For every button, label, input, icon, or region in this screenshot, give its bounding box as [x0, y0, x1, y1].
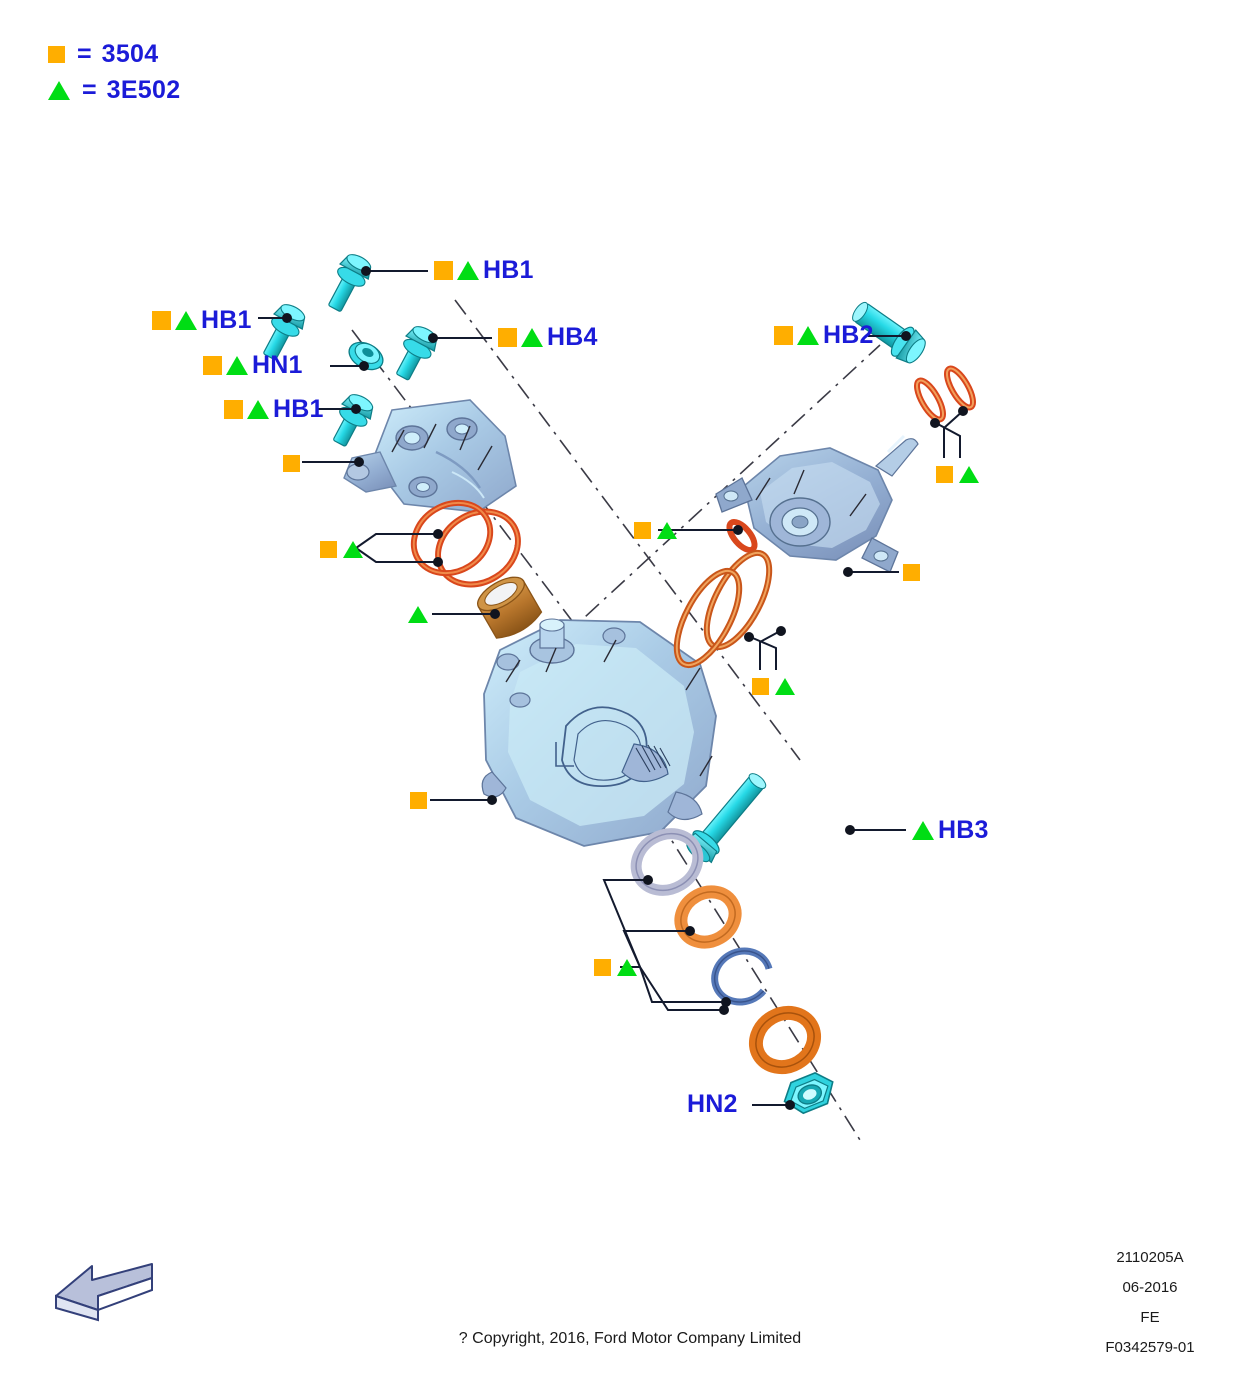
orange-square-icon	[48, 45, 65, 63]
bushing-bronze	[477, 576, 543, 639]
orange-square-icon	[752, 678, 769, 695]
green-triangle-icon	[48, 80, 70, 100]
legend-equals: =	[77, 39, 92, 68]
orange-square-icon	[203, 356, 222, 375]
snap-ring-part	[711, 947, 773, 1006]
copyright-text: ? Copyright, 2016, Ford Motor Company Li…	[458, 1330, 802, 1347]
orange-square-icon	[903, 564, 920, 581]
green-triangle-icon	[617, 959, 637, 976]
main-housing-part	[481, 618, 717, 847]
legend-code-3E502: 3E502	[106, 75, 181, 104]
green-triangle-icon	[912, 821, 934, 840]
orange-square-icon	[498, 328, 517, 347]
callout-label: HB4	[547, 323, 598, 351]
callout-hb1-lower[interactable]: HB1	[224, 397, 324, 422]
bolt-hb4	[396, 326, 438, 381]
pump-oring-a	[914, 377, 946, 423]
meta-region-code: FE	[1140, 1309, 1160, 1326]
orange-square-icon	[594, 959, 611, 976]
meta-drawing-number: 2110205A	[1116, 1249, 1184, 1266]
orange-square-icon	[434, 261, 453, 280]
orange-square-icon	[634, 522, 651, 539]
callout-hn2[interactable]: HN2	[687, 1092, 738, 1117]
callout-hb1-left[interactable]: HB1	[152, 308, 252, 333]
callout-hb1-top[interactable]: HB1	[434, 258, 534, 283]
bolt-hb1-left	[263, 304, 306, 361]
callout-label: HB1	[483, 256, 534, 284]
seal-ring-upper-b	[410, 499, 494, 577]
leader-dots	[282, 266, 968, 1110]
green-triangle-icon	[226, 356, 248, 375]
meta-figure-id: F0342579-01	[1105, 1339, 1195, 1356]
green-triangle-icon	[175, 311, 197, 330]
green-triangle-icon	[959, 466, 979, 483]
legend-code-3504: 3504	[101, 39, 159, 68]
orange-square-icon	[774, 326, 793, 345]
washer-grey-part	[630, 828, 704, 896]
marker-bushing-triangle[interactable]	[408, 606, 428, 623]
marker-large-orings-pair[interactable]	[752, 678, 795, 695]
nut-hn2	[783, 1071, 834, 1115]
callout-label: HB1	[273, 395, 324, 423]
callout-label: HN1	[252, 351, 303, 379]
orange-square-icon	[320, 541, 337, 558]
pump-oring-b	[944, 365, 976, 411]
green-triangle-icon	[343, 541, 363, 558]
legend-row-3E502: = 3E502	[48, 72, 180, 108]
green-triangle-icon	[457, 261, 479, 280]
callout-hb2[interactable]: HB2	[774, 323, 874, 348]
callout-label: HB2	[823, 321, 874, 349]
legend-row-3504: = 3504	[48, 36, 180, 72]
callout-hb3[interactable]: HB3	[912, 818, 989, 843]
large-oring-b	[673, 567, 743, 669]
legend-equals: =	[82, 75, 97, 104]
orange-square-icon	[936, 466, 953, 483]
green-triangle-icon	[775, 678, 795, 695]
green-triangle-icon	[797, 326, 819, 345]
orange-square-icon	[283, 455, 300, 472]
marker-shaft-seal-kit[interactable]	[594, 959, 637, 976]
direction-arrow-icon	[55, 1263, 153, 1322]
marker-pump-body-square[interactable]	[903, 564, 920, 581]
upper-cover-part	[343, 399, 517, 513]
bolt-hb2	[852, 301, 926, 364]
green-triangle-icon	[657, 522, 677, 539]
drawing-metadata: 2110205A 06-2016 FE F0342579-01	[1050, 1243, 1250, 1363]
callout-label: HN2	[687, 1090, 738, 1118]
callout-label: HB3	[938, 816, 989, 844]
callout-hb4[interactable]: HB4	[498, 325, 598, 350]
green-triangle-icon	[247, 400, 269, 419]
orange-square-icon	[224, 400, 243, 419]
bolt-hb1-lower	[333, 394, 374, 447]
meta-date: 06-2016	[1122, 1279, 1178, 1296]
oring-orange-lower	[748, 1005, 822, 1075]
marker-upper-housing-square[interactable]	[283, 455, 300, 472]
marker-seal-rings-pair[interactable]	[320, 541, 363, 558]
oring-orange-upper	[674, 885, 742, 949]
marker-pump-orings-right[interactable]	[936, 466, 979, 483]
symbol-legend: = 3504 = 3E502	[48, 36, 180, 108]
green-triangle-icon	[521, 328, 543, 347]
marker-pump-seal-small[interactable]	[634, 522, 677, 539]
green-triangle-icon	[408, 606, 428, 623]
bolt-hb1-top	[328, 254, 372, 312]
orange-square-icon	[152, 311, 171, 330]
pump-assembly-part	[715, 434, 919, 573]
callout-label: HB1	[201, 306, 252, 334]
pump-seal-small-part	[726, 518, 758, 554]
marker-main-housing-square[interactable]	[410, 792, 427, 809]
orange-square-icon	[410, 792, 427, 809]
callout-hn1[interactable]: HN1	[203, 353, 303, 378]
